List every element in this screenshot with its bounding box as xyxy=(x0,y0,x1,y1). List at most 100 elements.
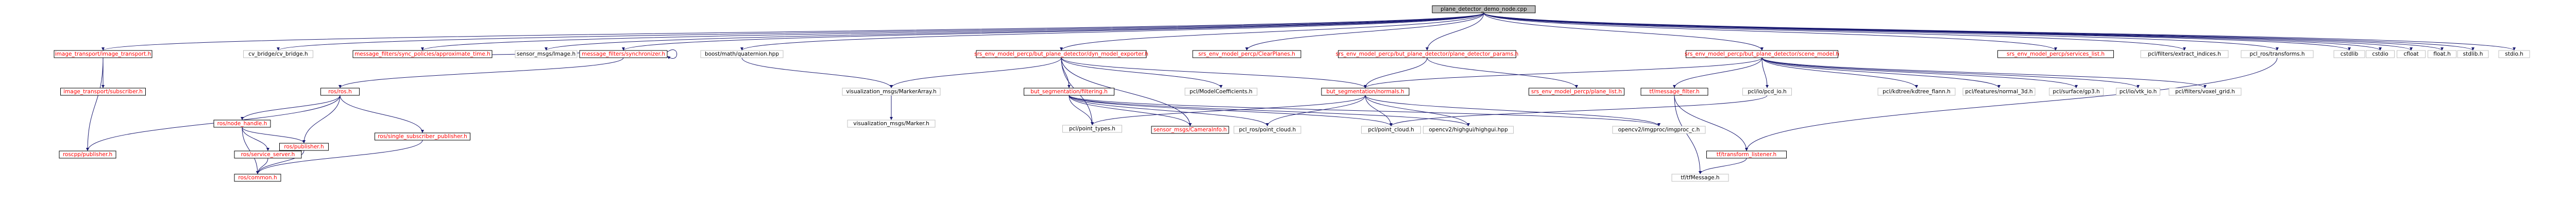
edge-root-to-cv_bridge xyxy=(277,12,1484,51)
node-pcl_transforms: pcl_ros/transforms.h xyxy=(2241,50,2314,58)
node-mf_sync[interactable]: message_filters/synchronizer.h xyxy=(579,50,668,58)
node-label: srs_env_model_percp/plane_list.h xyxy=(1531,89,1622,95)
node-tf_message_filter[interactable]: tf/message_filter.h xyxy=(1640,88,1708,96)
edge-root-to-clear_planes xyxy=(1245,12,1484,51)
node-camera_info[interactable]: sensor_msgs/CameraInfo.h xyxy=(1151,126,1229,134)
edge-scene_model-to-kdtree_flann xyxy=(1761,57,1918,89)
node-ros_service_server[interactable]: ros/service_server.h xyxy=(234,150,302,159)
node-but_seg_filtering[interactable]: but_segmentation/filtering.h xyxy=(1024,88,1114,96)
edge-scene_model-to-tf_message_filter xyxy=(1673,57,1762,89)
node-box xyxy=(1742,88,1792,96)
edge-root-to-scene_model xyxy=(1483,12,1764,51)
node-scene_model[interactable]: srs_env_model_percp/but_plane_detector/s… xyxy=(1685,50,1839,58)
node-ros_common[interactable]: ros/common.h xyxy=(234,174,281,182)
node-label: image_transport/image_transport.h xyxy=(55,51,151,57)
node-label: but_segmentation/filtering.h xyxy=(1030,89,1107,95)
edge-root-to-sensor_image xyxy=(545,12,1484,51)
node-label: image_transport/subscriber.h xyxy=(63,89,143,95)
node-label: ros/node_handle.h xyxy=(217,121,267,127)
node-sensor_image: sensor_msgs/Image.h xyxy=(515,50,578,58)
node-label: plane_detector_demo_node.cpp xyxy=(1440,6,1527,12)
edge-root-to-detector_params xyxy=(1426,12,1484,51)
edge-but_seg_normals-to-opencv_highgui xyxy=(1365,95,1470,127)
edge-scene_model-to-but_seg_normals xyxy=(1364,57,1762,89)
node-tf_message: tf/tfMessage.h xyxy=(1671,174,1729,182)
node-plane_srv[interactable]: srs_env_model_percp/plane_list.h xyxy=(1529,88,1624,96)
edge-scene_model-to-voxel_grid xyxy=(1761,57,2207,89)
node-label: message_filters/sync_policies/approximat… xyxy=(354,51,490,57)
node-services_list[interactable]: srs_env_model_percp/services_list.h xyxy=(1997,50,2114,58)
node-box xyxy=(2428,50,2456,58)
node-ros_ros[interactable]: ros/ros.h xyxy=(320,88,360,96)
node-plane_exporter[interactable]: srs_env_model_percp/but_plane_detector/d… xyxy=(974,50,1148,58)
node-label: pcl/point_types.h xyxy=(1069,126,1115,132)
edge-but_seg_normals-to-pcl_point_types xyxy=(1091,95,1366,126)
node-ros_single_sub_pub[interactable]: ros/single_subscriber_publisher.h xyxy=(375,132,470,141)
node-ros_node_handle[interactable]: ros/node_handle.h xyxy=(213,120,271,128)
edge-pcl_io-to-pcl_point_cloud xyxy=(1389,95,1768,127)
edge-root-to-plane_exporter xyxy=(1060,12,1484,51)
node-roscpp_publisher[interactable]: roscpp/publisher.h xyxy=(59,150,116,159)
edge-root-to-boost_math xyxy=(740,12,1484,51)
edge-plane_exporter-to-model_coeffs xyxy=(1061,57,1223,89)
edge-but_seg_normals-to-opencv_imgproc xyxy=(1365,95,1660,127)
node-approx_time[interactable]: message_filters/sync_policies/approximat… xyxy=(352,50,493,58)
node-pcl_io: pcl/io/pcd_io.h xyxy=(1742,88,1792,96)
node-voxel_grid: pcl/filters/voxel_grid.h xyxy=(2168,88,2242,96)
node-box xyxy=(375,132,470,141)
node-tf_transform_listener[interactable]: tf/transform_listener.h xyxy=(1706,150,1787,159)
edge-root-to-mf_sync xyxy=(622,12,1484,51)
node-box xyxy=(579,50,668,58)
edge-ros_ros-to-ros_single_sub_pub xyxy=(340,95,424,133)
node-box xyxy=(1151,126,1229,134)
node-label: visualization_msgs/MarkerArray.h xyxy=(846,89,936,95)
node-box xyxy=(2140,50,2229,58)
edge-scene_model-to-vtk_io xyxy=(1761,57,2140,89)
node-box xyxy=(2498,50,2530,58)
node-label: pcl/filters/voxel_grid.h xyxy=(2175,89,2235,95)
node-label: srs_env_model_percp/but_plane_detector/s… xyxy=(1685,51,1839,57)
node-label: srs_env_model_percp/ClearPlanes.h xyxy=(1198,51,1295,57)
node-label: stdio.h xyxy=(2505,51,2523,57)
node-label: boost/math/quaternion.hpp xyxy=(705,51,779,57)
node-label: float.h xyxy=(2433,51,2451,57)
node-label: cstdio xyxy=(2372,51,2388,57)
node-clear_planes[interactable]: srs_env_model_percp/ClearPlanes.h xyxy=(1192,50,1301,58)
edge-scene_model-to-normal_3d xyxy=(1761,57,2001,89)
node-vis_marker: visualization_msgs/Marker.h xyxy=(847,120,936,128)
edge-mf_sync-to-ros_ros xyxy=(338,57,624,89)
edge-ros_publisher-to-ros_common xyxy=(256,150,304,175)
node-label: srs_env_model_percp/but_plane_detector/p… xyxy=(1336,51,1519,57)
node-pcl_point_cloud: pcl/point_cloud.h xyxy=(1361,126,1421,134)
node-root[interactable]: plane_detector_demo_node.cpp xyxy=(1432,5,1536,13)
node-box xyxy=(2241,50,2314,58)
node-box xyxy=(243,50,313,58)
edge-root-to-cstdio xyxy=(1483,12,2382,51)
node-box xyxy=(60,88,146,96)
node-it_subscriber[interactable]: image_transport/subscriber.h xyxy=(60,88,146,96)
node-box xyxy=(1962,88,2036,96)
edge-mf_sync-to-mf_sync xyxy=(667,49,677,59)
node-box xyxy=(1233,126,1301,134)
node-box xyxy=(847,120,936,128)
node-ros_publisher[interactable]: ros/publisher.h xyxy=(279,143,329,151)
node-model_coeffs: pcl/ModelCoefficients.h xyxy=(1184,88,1258,96)
node-stdlib_h: stdlib.h xyxy=(2457,50,2489,58)
edge-root-to-stdlib_h xyxy=(1483,12,2475,51)
node-cv_bridge: cv_bridge/cv_bridge.h xyxy=(243,50,313,58)
node-label: pcl/features/normal_3d.h xyxy=(1965,89,2032,95)
node-detector_params[interactable]: srs_env_model_percp/but_plane_detector/p… xyxy=(1336,50,1519,58)
node-label: visualization_msgs/Marker.h xyxy=(853,121,929,127)
node-image_transport[interactable]: image_transport/image_transport.h xyxy=(54,50,152,58)
edge-detector_params-to-but_seg_normals xyxy=(1364,57,1428,89)
node-label: pcl/io/vtk_io.h xyxy=(2120,89,2157,95)
edge-root-to-float_h xyxy=(1483,12,2444,51)
edge-but_seg_filtering-to-pcl_point_types xyxy=(1069,95,1094,126)
edge-scene_model-to-surface_gp3 xyxy=(1761,57,2078,89)
node-label: tf/tfMessage.h xyxy=(1681,175,1719,181)
node-but_seg_normals[interactable]: but_segmentation/normals.h xyxy=(1321,88,1410,96)
edge-ros_single_sub_pub-to-ros_common xyxy=(256,140,423,175)
node-label: but_segmentation/normals.h xyxy=(1326,89,1404,95)
node-box xyxy=(234,174,281,182)
